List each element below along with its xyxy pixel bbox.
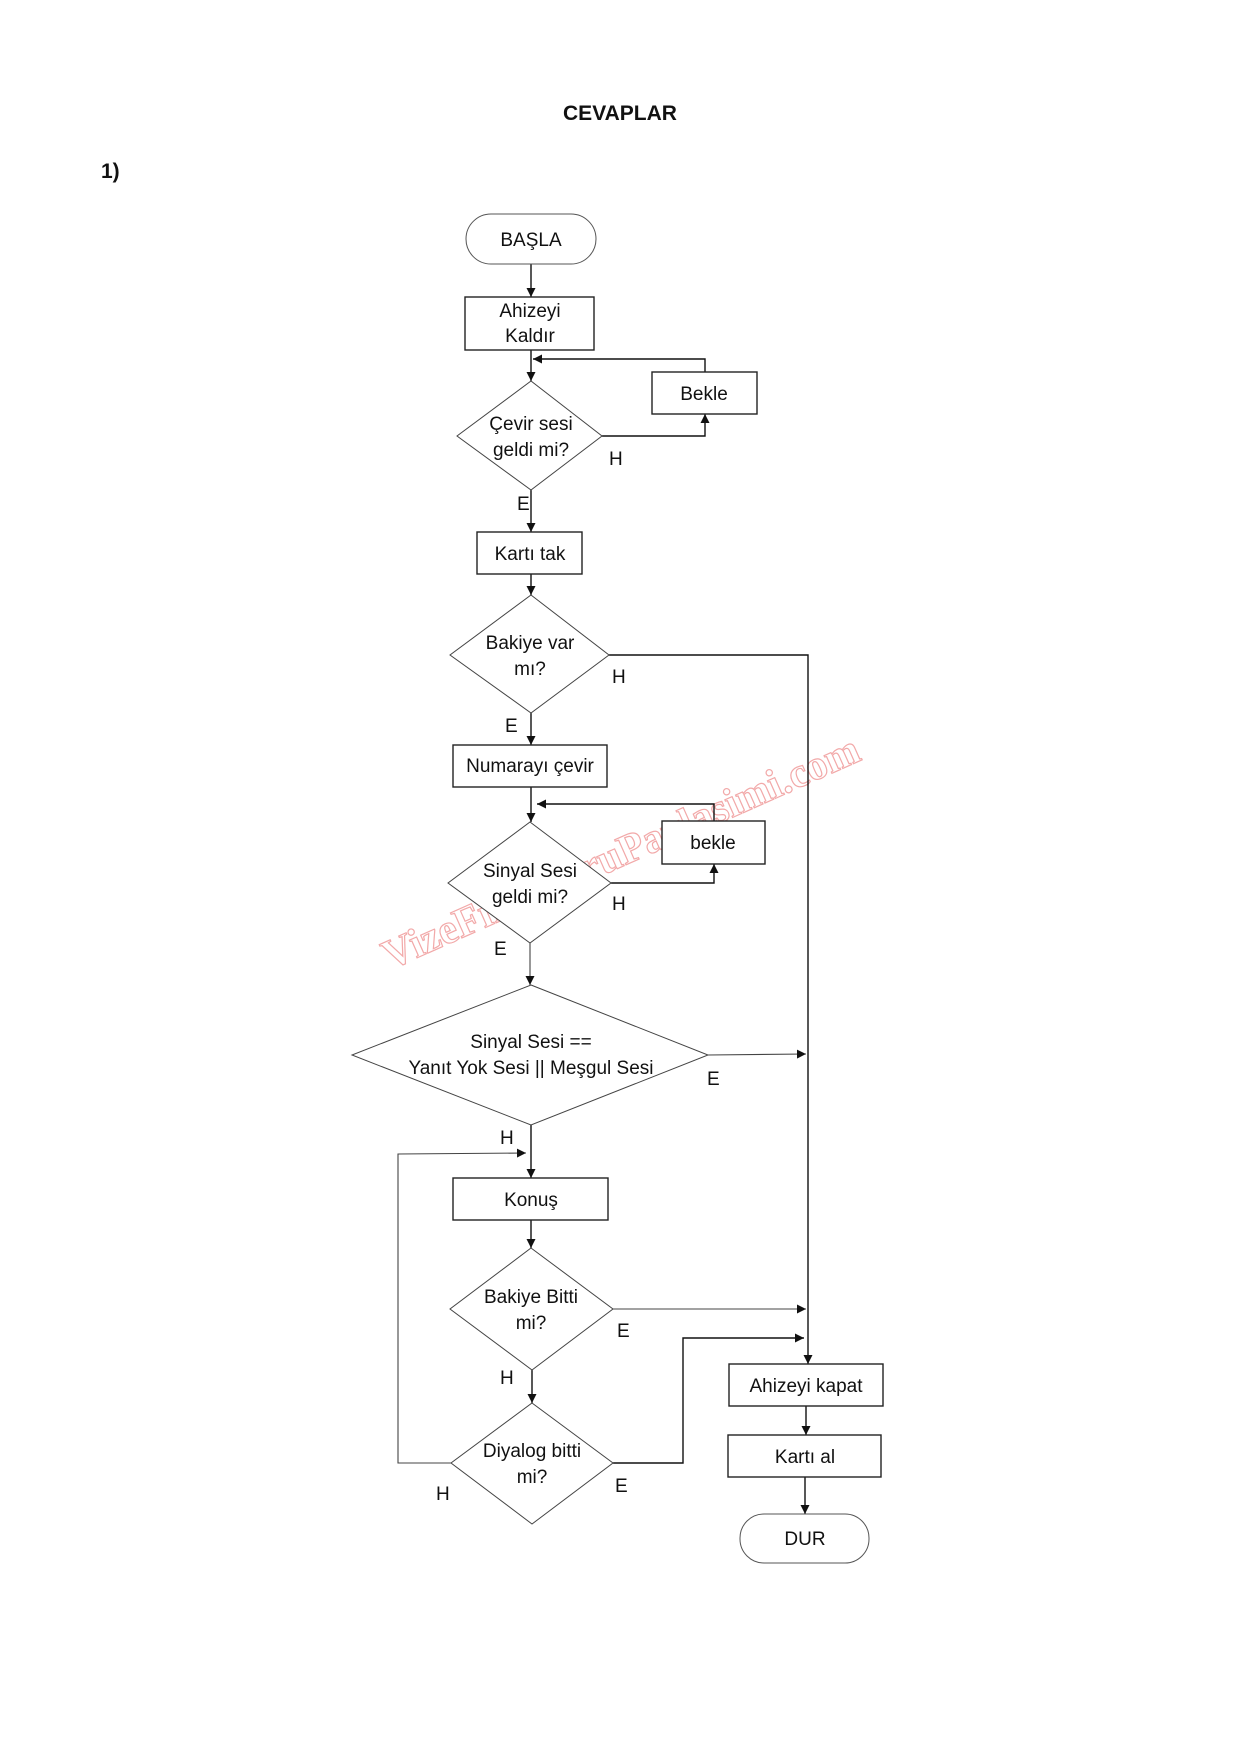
edge-label-dialog-no: H [436,1484,450,1505]
edge-dialtone-no-to-wait [602,414,710,437]
node-balance-over-line2: mi? [516,1313,547,1334]
node-start: BAŞLA [465,213,597,265]
edge-label-balanceover-yes: E [617,1321,630,1342]
edge-check-yes-to-hangup [707,1049,807,1059]
node-balance-line1: Bakiye var [486,633,575,654]
node-insert-card: Kartı tak [476,531,583,575]
node-balance-decision: Bakiye var mı? [449,594,610,714]
node-signal-decision: Sinyal Sesi geldi mi? [447,821,612,944]
node-signal-line1: Sinyal Sesi [483,861,577,882]
edge-label-balanceover-no: H [500,1368,514,1389]
node-take-card: Kartı al [727,1434,882,1478]
node-signal-check-line2: Yanıt Yok Sesi || Meşgul Sesi [408,1058,653,1079]
node-take-card-label: Kartı al [775,1447,835,1468]
edge-label-balance-no: H [612,667,626,688]
node-dial-number: Numarayı çevir [452,744,608,788]
node-dialog-over-line2: mi? [517,1467,548,1488]
edge-dialog-no-loop-back [397,1148,527,1464]
node-talk: Konuş [452,1177,609,1221]
node-start-label: BAŞLA [500,230,562,251]
node-balance-line2: mı? [514,659,546,680]
node-wait-2-label: bekle [690,833,735,854]
node-insert-card-label: Kartı tak [495,544,566,565]
node-wait-1: Bekle [651,371,758,415]
node-hang-up: Ahizeyi kapat [728,1363,884,1407]
edge-label-signal-no: H [612,894,626,915]
edge-label-check-yes: E [707,1069,720,1090]
node-wait-1-label: Bekle [680,384,728,405]
edge-label-dialog-yes: E [615,1476,628,1497]
watermark: VizeFinalSoruPaylasimi.com [375,727,867,980]
node-lift-handset: Ahizeyi Kaldır [464,296,595,351]
node-end: DUR [739,1513,870,1564]
node-signal-line2: geldi mi? [492,887,568,908]
edge-signal-no-to-wait [611,864,719,884]
node-dialog-over-line1: Diyalog bitti [483,1441,581,1462]
edge-label-balance-yes: E [505,716,518,737]
node-balance-over-decision: Bakiye Bitti mi? [449,1247,614,1371]
edge-wait2-loop-back [537,799,715,821]
edge-label-dialtone-yes: E [517,494,530,515]
edge-dialog-yes-to-hangup [613,1333,804,1464]
edge-label-signal-yes: E [494,939,507,960]
node-dial-tone-line2: geldi mi? [493,440,569,461]
edge-label-dialtone-no: H [609,449,623,470]
edge-balance-no-to-hangup [609,654,813,1364]
node-dialog-over-decision: Diyalog bitti mi? [450,1402,614,1525]
node-hang-up-label: Ahizeyi kapat [749,1376,863,1397]
node-wait-2: bekle [661,820,766,865]
question-number: 1) [101,160,120,183]
node-signal-check-line1: Sinyal Sesi == [470,1032,591,1053]
node-dial-number-label: Numarayı çevir [466,756,594,777]
edge-wait-loop-back [533,354,706,372]
node-balance-over-line1: Bakiye Bitti [484,1287,578,1308]
page-title: CEVAPLAR [563,102,677,125]
node-lift-handset-line2: Kaldır [505,326,555,347]
edge-label-check-no: H [500,1128,514,1149]
node-dial-tone-line1: Çevir sesi [489,414,572,435]
node-dial-tone-decision: Çevir sesi geldi mi? [456,380,603,491]
node-talk-label: Konuş [504,1190,558,1211]
node-end-label: DUR [784,1529,825,1550]
node-signal-check-decision: Sinyal Sesi == Yanıt Yok Sesi || Meşgul … [350,984,710,1126]
node-lift-handset-line1: Ahizeyi [499,301,560,322]
